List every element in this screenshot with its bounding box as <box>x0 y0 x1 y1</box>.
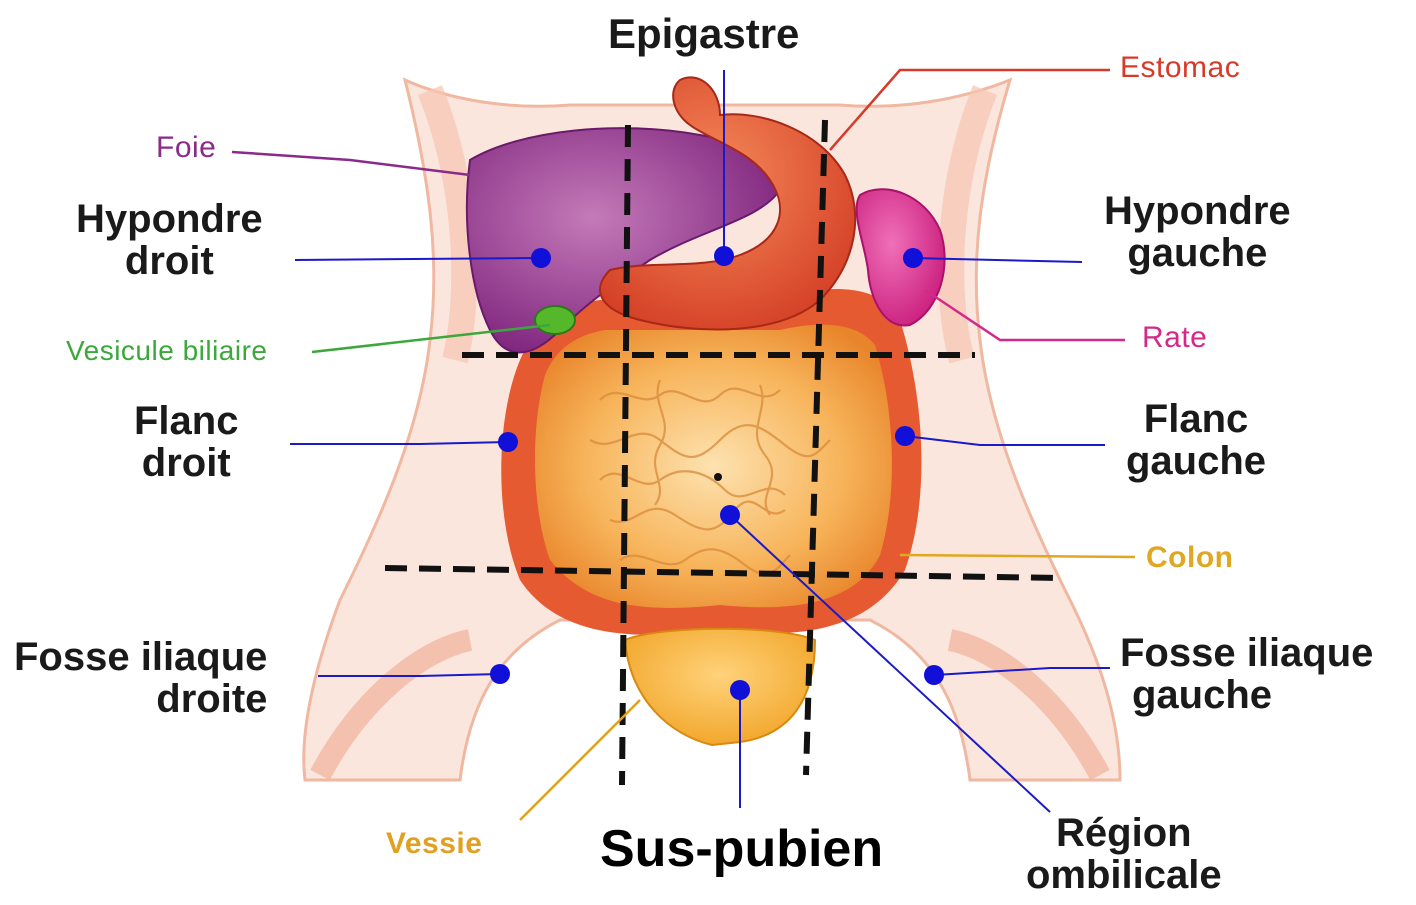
marker-flanc-droit <box>498 432 518 452</box>
label-ombilicale-line1: Région <box>1026 812 1222 854</box>
label-foie: Foie <box>156 132 216 164</box>
marker-ombilicale <box>720 505 740 525</box>
label-hypocondre-gauche-line1: Hypondre <box>1104 190 1291 232</box>
label-hypocondre-droit-line1: Hypondre <box>76 198 263 240</box>
umbilicus-dot <box>714 473 722 481</box>
label-flanc-gauche-line2: gauche <box>1126 440 1266 482</box>
label-sus-pubien: Sus-pubien <box>600 822 883 877</box>
label-fosse-droite-line1: Fosse iliaque <box>14 636 267 678</box>
marker-sus-pubien <box>730 680 750 700</box>
gallbladder-shape <box>535 306 575 334</box>
label-fosse-iliaque-gauche: Fosse iliaque gauche <box>1120 632 1373 716</box>
bladder-shape <box>625 629 815 745</box>
label-vessie: Vessie <box>386 828 482 860</box>
label-vesicule-biliaire: Vesicule biliaire <box>66 336 268 365</box>
label-hypocondre-gauche-line2: gauche <box>1104 232 1291 274</box>
label-hypocondre-gauche: Hypondre gauche <box>1104 190 1291 274</box>
marker-epigastre <box>714 246 734 266</box>
label-hypocondre-droit: Hypondre droit <box>76 198 263 282</box>
label-fosse-droite-line2: droite <box>14 678 267 720</box>
marker-fosse-droite <box>490 664 510 684</box>
colon-shape <box>501 289 921 635</box>
label-ombilicale-line2: ombilicale <box>1026 854 1222 896</box>
label-epigastre: Epigastre <box>608 12 799 56</box>
label-fosse-gauche-line1: Fosse iliaque <box>1120 632 1373 674</box>
label-fosse-gauche-line2: gauche <box>1120 674 1373 716</box>
label-flanc-gauche: Flanc gauche <box>1126 398 1266 482</box>
marker-fosse-gauche <box>924 665 944 685</box>
label-flanc-droit-line2: droit <box>134 442 238 484</box>
label-flanc-droit: Flanc droit <box>134 400 238 484</box>
leader-flanc-droit <box>290 442 508 444</box>
label-estomac: Estomac <box>1120 52 1240 84</box>
leader-vessie <box>520 700 640 820</box>
label-hypocondre-droit-line2: droit <box>76 240 263 282</box>
label-flanc-droit-line1: Flanc <box>134 400 238 442</box>
marker-flanc-gauche <box>895 426 915 446</box>
label-fosse-iliaque-droite: Fosse iliaque droite <box>14 636 267 720</box>
label-region-ombilicale: Région ombilicale <box>1026 812 1222 896</box>
label-rate: Rate <box>1142 322 1207 354</box>
marker-hypocondre-droit <box>531 248 551 268</box>
marker-hypocondre-gauche <box>903 248 923 268</box>
label-colon: Colon <box>1146 542 1233 574</box>
label-flanc-gauche-line1: Flanc <box>1126 398 1266 440</box>
